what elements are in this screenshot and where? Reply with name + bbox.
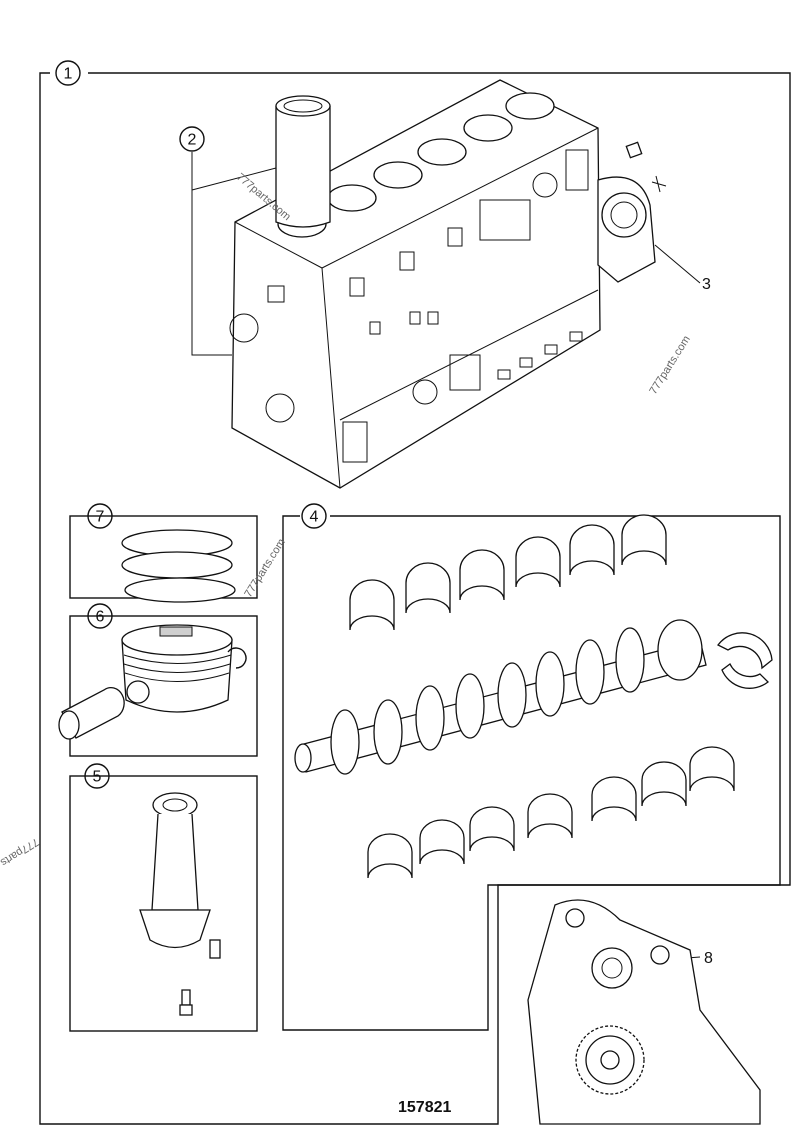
cylinder-liner — [275, 95, 331, 228]
reference-number: 157821 — [398, 1099, 451, 1116]
callout-1: 1 — [55, 60, 81, 86]
callout-5-text: 5 — [93, 769, 102, 786]
watermark-4: 777parts.com — [0, 835, 41, 880]
bearing-shells-upper — [349, 514, 667, 631]
outer-frame — [39, 72, 791, 1125]
leader-3 — [654, 244, 701, 284]
callout-6-text: 6 — [96, 609, 105, 626]
rear-seal-housing — [597, 141, 667, 283]
callout-4: 4 — [301, 503, 327, 529]
frame-group-6 — [69, 615, 258, 757]
callout-2-text: 2 — [188, 132, 197, 149]
callout-1-text: 1 — [64, 66, 73, 83]
callout-6: 6 — [87, 603, 113, 629]
watermark-3: 777parts.com — [242, 537, 287, 600]
callout-7: 7 — [87, 503, 113, 529]
connecting-rod — [139, 792, 221, 1016]
leader-2 — [191, 152, 277, 356]
watermark-2: 777parts.com — [647, 334, 692, 397]
thrust-washers — [717, 632, 773, 689]
block-side-details — [229, 149, 589, 463]
front-housing-oil-pump — [527, 899, 761, 1125]
cylinder-block — [229, 79, 667, 489]
frame-group-5 — [69, 775, 258, 1032]
piston-assembly — [58, 624, 247, 740]
piston-rings — [121, 529, 236, 603]
crankshaft — [294, 619, 707, 775]
label-3: 3 — [702, 276, 711, 293]
label-8: 8 — [704, 950, 713, 967]
frame-group-4 — [282, 515, 781, 1031]
callout-4-text: 4 — [310, 509, 319, 526]
callout-5: 5 — [84, 763, 110, 789]
callout-2: 2 — [179, 126, 205, 152]
cylinder-bores — [277, 92, 555, 238]
bearing-shells-lower — [367, 746, 735, 879]
callout-7-text: 7 — [96, 509, 105, 526]
